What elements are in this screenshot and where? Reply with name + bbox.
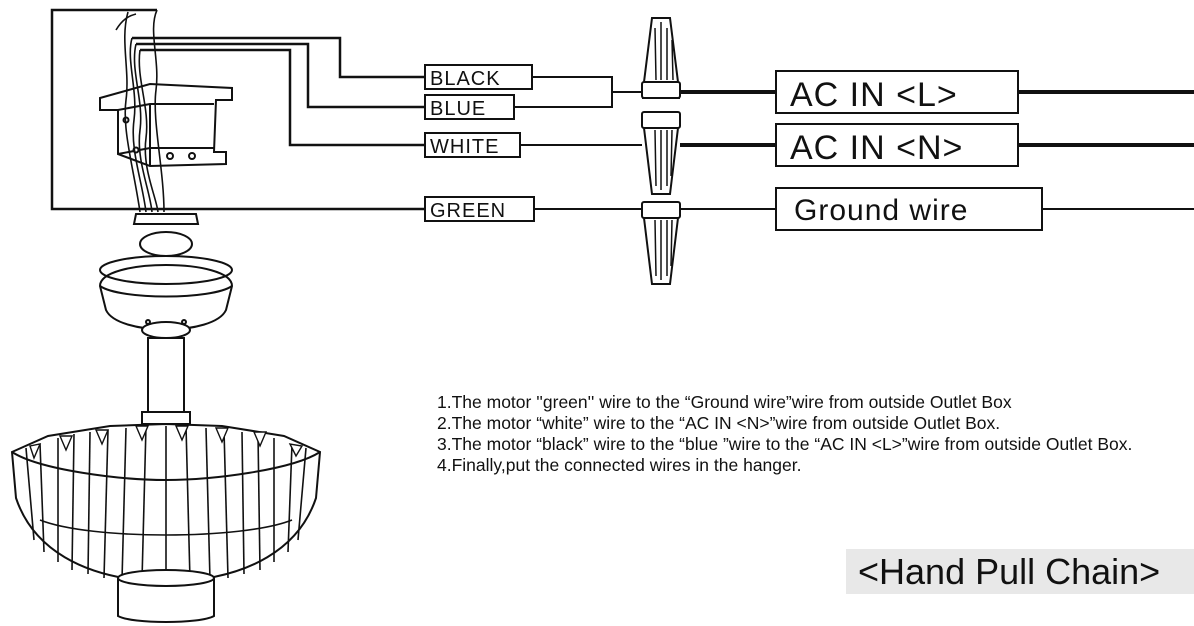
instruction-step-4: 4.Finally,put the connected wires in the… — [437, 455, 802, 475]
wire-label-green: GREEN — [424, 196, 535, 222]
wire-nut-icon — [641, 17, 681, 99]
label-to-nut-wires — [514, 76, 642, 210]
line-label-ground: Ground wire — [775, 187, 1043, 231]
ground-wire-path — [50, 8, 425, 211]
wire-label-blue-text: BLUE — [430, 98, 486, 120]
motor-wires — [50, 8, 425, 211]
section-title: <Hand Pull Chain> — [846, 549, 1194, 594]
wire-nut-icon — [641, 201, 681, 285]
blue-wire-path — [136, 42, 425, 109]
wire-label-black-text: BLACK — [430, 68, 501, 90]
wire-label-blue: BLUE — [424, 94, 515, 120]
ceiling-fan-icon — [10, 213, 322, 623]
wire-label-white: WHITE — [424, 132, 521, 158]
wire-label-black: BLACK — [424, 64, 533, 90]
wire-label-white-text: WHITE — [430, 136, 499, 158]
line-label-ac-in-n-text: AC IN <N> — [790, 129, 963, 167]
line-label-ac-in-l-text: AC IN <L> — [790, 76, 958, 114]
wire-label-green-text: GREEN — [430, 200, 506, 222]
supply-lines — [680, 90, 1194, 210]
instruction-step-3: 3.The motor “black” wire to the “blue ”w… — [437, 434, 1133, 454]
instruction-step-2: 2.The motor “white” wire to the “AC IN <… — [437, 413, 1001, 433]
line-label-ac-in-l: AC IN <L> — [775, 70, 1019, 114]
line-label-ground-text: Ground wire — [794, 194, 968, 227]
line-label-ac-in-n: AC IN <N> — [775, 123, 1019, 167]
wire-nut-icon — [641, 111, 681, 195]
instruction-step-1: 1.The motor ''green'' wire to the “Groun… — [437, 392, 1012, 412]
black-wire-path — [132, 36, 425, 79]
instructions-list: 1.The motor ''green'' wire to the “Groun… — [437, 392, 1194, 476]
white-wire-path — [140, 48, 425, 147]
mounting-bracket-icon — [99, 82, 233, 168]
wire-bundle — [115, 9, 165, 213]
